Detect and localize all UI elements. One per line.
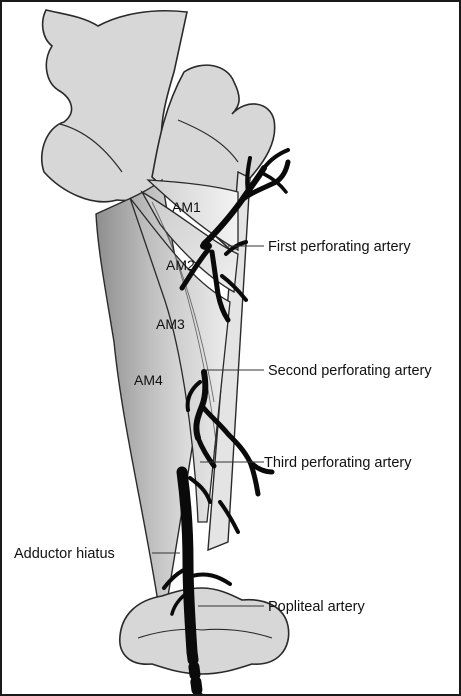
distal-femur-condyles (120, 588, 289, 674)
label-am3: AM3 (156, 316, 185, 332)
popliteal-artery-dashed (192, 652, 198, 696)
label-first-perforating-artery: First perforating artery (268, 239, 411, 255)
label-second-perforating-artery: Second perforating artery (268, 363, 432, 379)
label-adductor-hiatus: Adductor hiatus (14, 546, 115, 562)
label-third-perforating-artery: Third perforating artery (264, 455, 412, 471)
label-popliteal-artery: Popliteal artery (268, 599, 365, 615)
first-perforating-origin (200, 242, 212, 250)
label-am2: AM2 (166, 257, 195, 273)
popliteal-branch (192, 574, 230, 584)
label-am1: AM1 (172, 199, 201, 215)
label-am4: AM4 (134, 372, 163, 388)
